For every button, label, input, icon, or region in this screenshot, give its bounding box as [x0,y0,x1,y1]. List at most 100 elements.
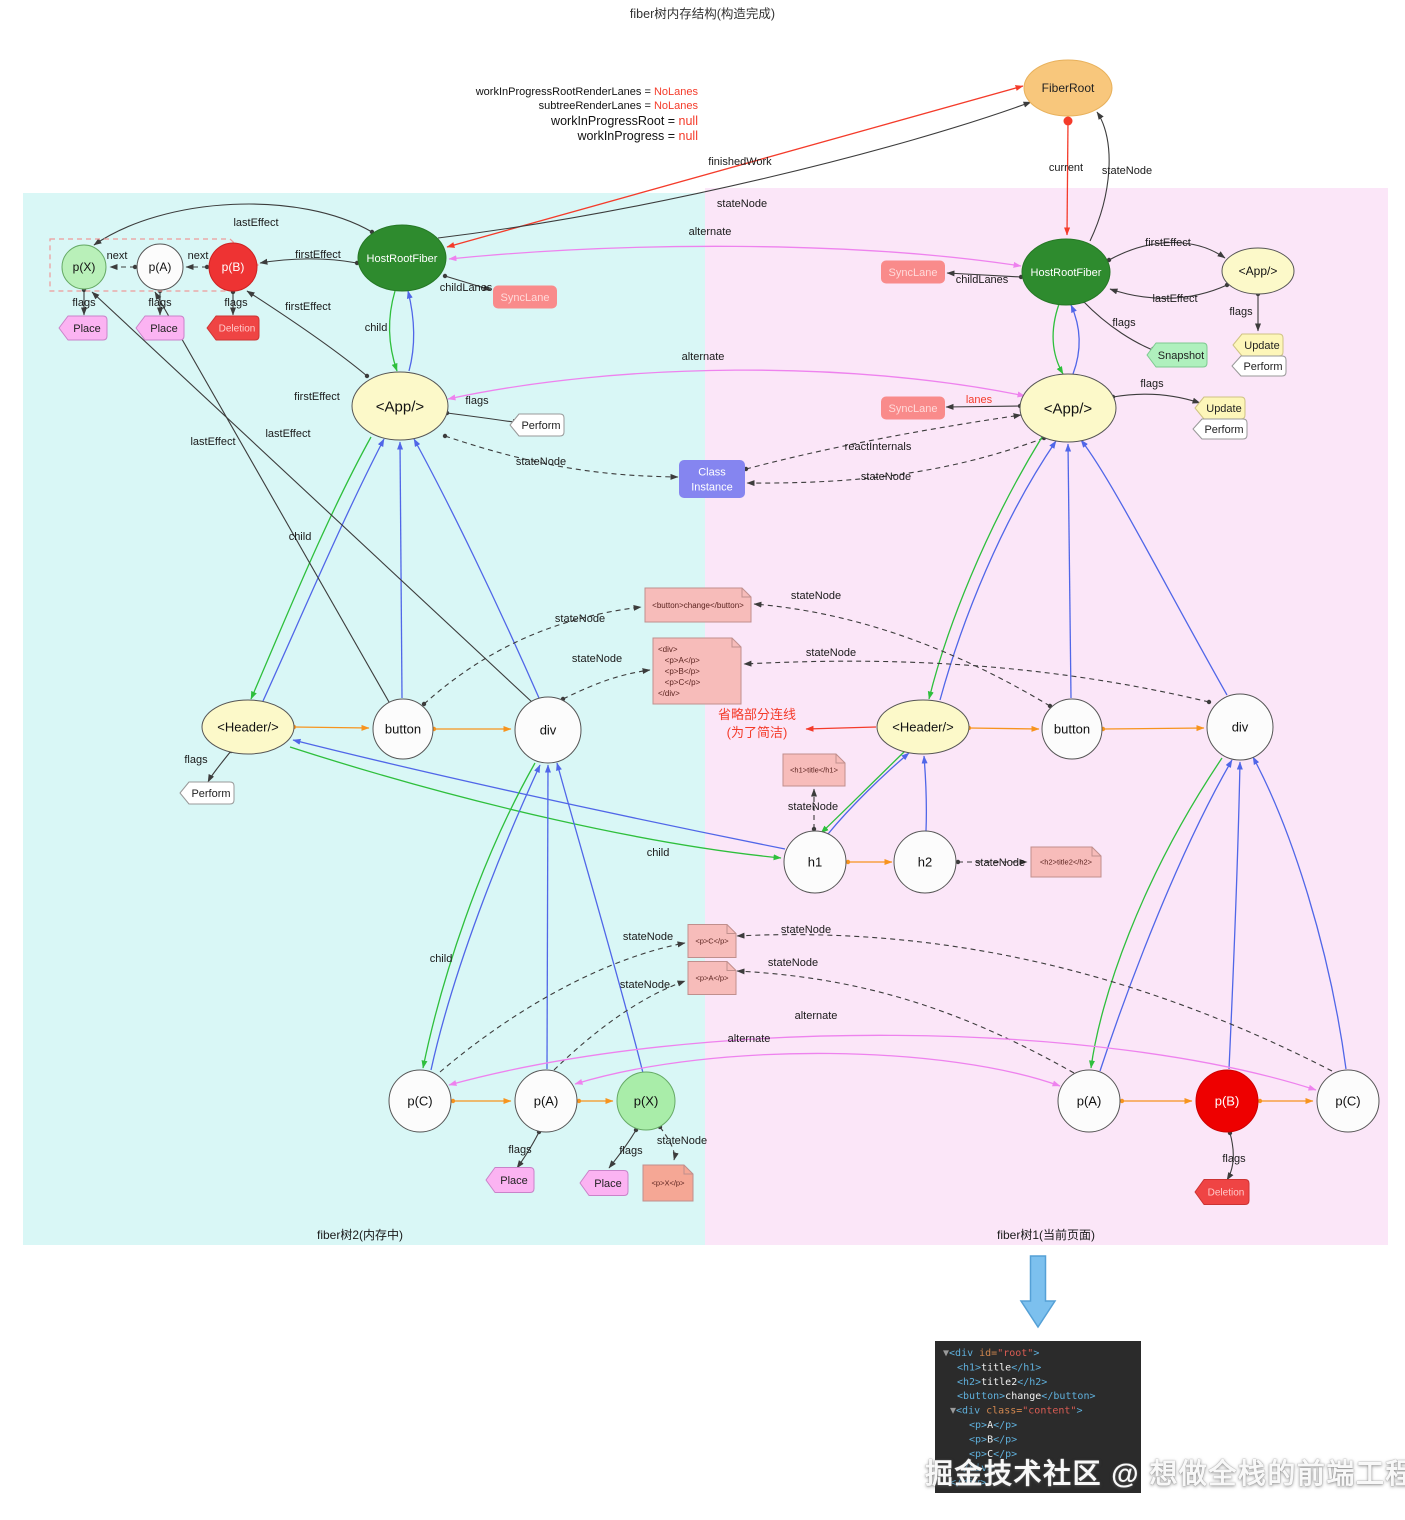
label-flags: flags [184,754,208,766]
node-label-pA-wip: p(A) [534,1094,559,1109]
tag-shape-deletion-pB-current [1194,1179,1250,1205]
label-stateNode: stateNode [791,590,841,602]
edge-flags-appR-update [1112,393,1201,404]
label-省略部分连线: 省略部分连线 [718,707,796,722]
edge-stateNode-appL-classInstance [444,435,679,480]
node-label-fiberRoot: FiberRoot [1042,81,1095,95]
note-pA-fold [726,961,736,971]
node-shape-pX-effect [61,244,107,290]
label-flags: flags [619,1145,643,1157]
box-syncLane-wip: SyncLane [493,285,557,309]
tag-place-pA-wip: Place [485,1167,535,1193]
edge-dot-next-pBtop-pAtop [204,264,210,270]
label-stateNode: stateNode [788,801,838,813]
code-line-9: </div> [950,1478,986,1489]
edge-lastEffect-divL-pXtop [91,291,534,704]
edge-stateNode-appR-classInstance [746,437,1045,487]
note-pX-line: <p>X</p> [652,1179,686,1188]
label-child: child [647,847,670,859]
note-div-line: <p>A</p> [658,656,700,665]
edge-dot-sibling-pCl-pAl [450,1098,456,1104]
code-line-2: <h2>title2</h2> [957,1377,1047,1388]
label-firstEffect: firstEffect [294,391,340,403]
edge-return-divR-appR [1080,439,1228,696]
tag-snapshot-hrf-current: Snapshot [1146,342,1208,368]
tag-perform-app-current: Perform [1192,418,1248,440]
note-h2-line: <h2>title2</h2> [1040,858,1093,867]
edge-stateNode-pAr-note [736,968,1075,1074]
edge-current [1064,120,1071,236]
label-stateNode: stateNode [781,924,831,936]
node-h2: h2 [893,830,957,894]
edge-child-headerR-h1 [820,750,906,834]
edge-childLanes-hrfL [444,275,492,291]
node-shape-div-wip [514,696,582,764]
edge-child-divR-pAr [1089,757,1223,1069]
box-label-syncLane-wip: SyncLane [501,292,550,304]
tag-shape-place-pA-effect [135,315,185,341]
note-h2: <h2>title2</h2> [1030,846,1102,878]
node-shape-div-current [1206,693,1274,761]
node-hostRootFiber-current: HostRootFiber [1021,238,1111,306]
edge-return-buttonL-appL [397,441,404,699]
edge-stateNode-pAl-note [553,980,686,1071]
edge-alternate-pA [574,1052,1061,1087]
tag-label-perform-app-wip: Perform [521,420,560,432]
edge-return-appL-hrfL [406,290,415,372]
label-fiber树2-内存中-: fiber树2(内存中) [317,1227,403,1242]
edge-childLanes-hrfR [946,270,1022,278]
box-label-syncLane-current-childLanes: SyncLane [889,267,938,279]
edge-stateNode-divL-note [562,668,651,700]
node-shape-button-current [1041,698,1103,760]
node-button-current: button [1041,698,1103,760]
node-shape-app-alt-top [1221,247,1295,295]
node-shape-pA-effect [136,243,184,291]
edge-stateNode-buttonL-note [423,604,642,705]
tag-label-place-pX-wip: Place [594,1178,622,1190]
label-flags: flags [1222,1153,1246,1165]
note-pA-shape [687,961,737,995]
node-label-pB-effect: p(B) [222,260,245,274]
note-pX: <p>X</p> [642,1164,694,1202]
node-label-pB-current: p(B) [1215,1094,1240,1109]
label-flags: flags [148,297,172,309]
tag-label-deletion-pB-current: Deletion [1208,1188,1245,1199]
edge-child-divL-pCl [421,762,536,1069]
edge-lanes-appR [945,403,1021,410]
label-flags: flags [1112,317,1136,329]
box-label-class-instance: Instance [691,481,733,493]
node-pA-current: p(A) [1057,1069,1121,1133]
tag-shape-perform-app-alt [1231,355,1287,377]
note-button-line: <button>change</button> [652,601,744,610]
node-shape-header-wip [201,699,295,755]
node-label-app-wip: <App/> [376,398,425,415]
node-pC-wip: p(C) [388,1069,452,1133]
node-shape-app-current [1019,373,1117,443]
note-div-fold [731,638,741,648]
node-pX-wip: p(X) [616,1071,676,1131]
node-div-wip: div [514,696,582,764]
edge-dot-stateNode-buttonL-note [421,701,427,707]
tag-deletion-pB-current: Deletion [1194,1179,1250,1205]
note-div: <div> <p>A</p> <p>B</p> <p>C</p></div> [652,637,742,705]
edge-return-headerL-appL [262,438,385,702]
edge-flags-headerL-perform [207,750,232,783]
edge-dot-stateNode-appL-classInstance [442,433,448,439]
label-child: child [430,953,453,965]
node-label-pC-current: p(C) [1335,1094,1360,1109]
note-pA: <p>A</p> [687,961,737,995]
code-line-7: <p>C</p> [969,1449,1017,1460]
note-div-line: <p>C</p> [658,678,701,687]
node-pA-effect: p(A) [136,243,184,291]
edge-alternate-app [447,369,1026,401]
label-current: current [1049,162,1083,174]
note-pA-line: <p>A</p> [696,974,730,983]
edge-child-appL-headerL [250,436,372,700]
label-next: next [107,250,128,262]
node-label-pA-current: p(A) [1077,1094,1102,1109]
node-label-hostRootFiber-current: HostRootFiber [1031,267,1102,279]
code-line-8: </div> [957,1463,993,1474]
label-flags: flags [465,395,489,407]
